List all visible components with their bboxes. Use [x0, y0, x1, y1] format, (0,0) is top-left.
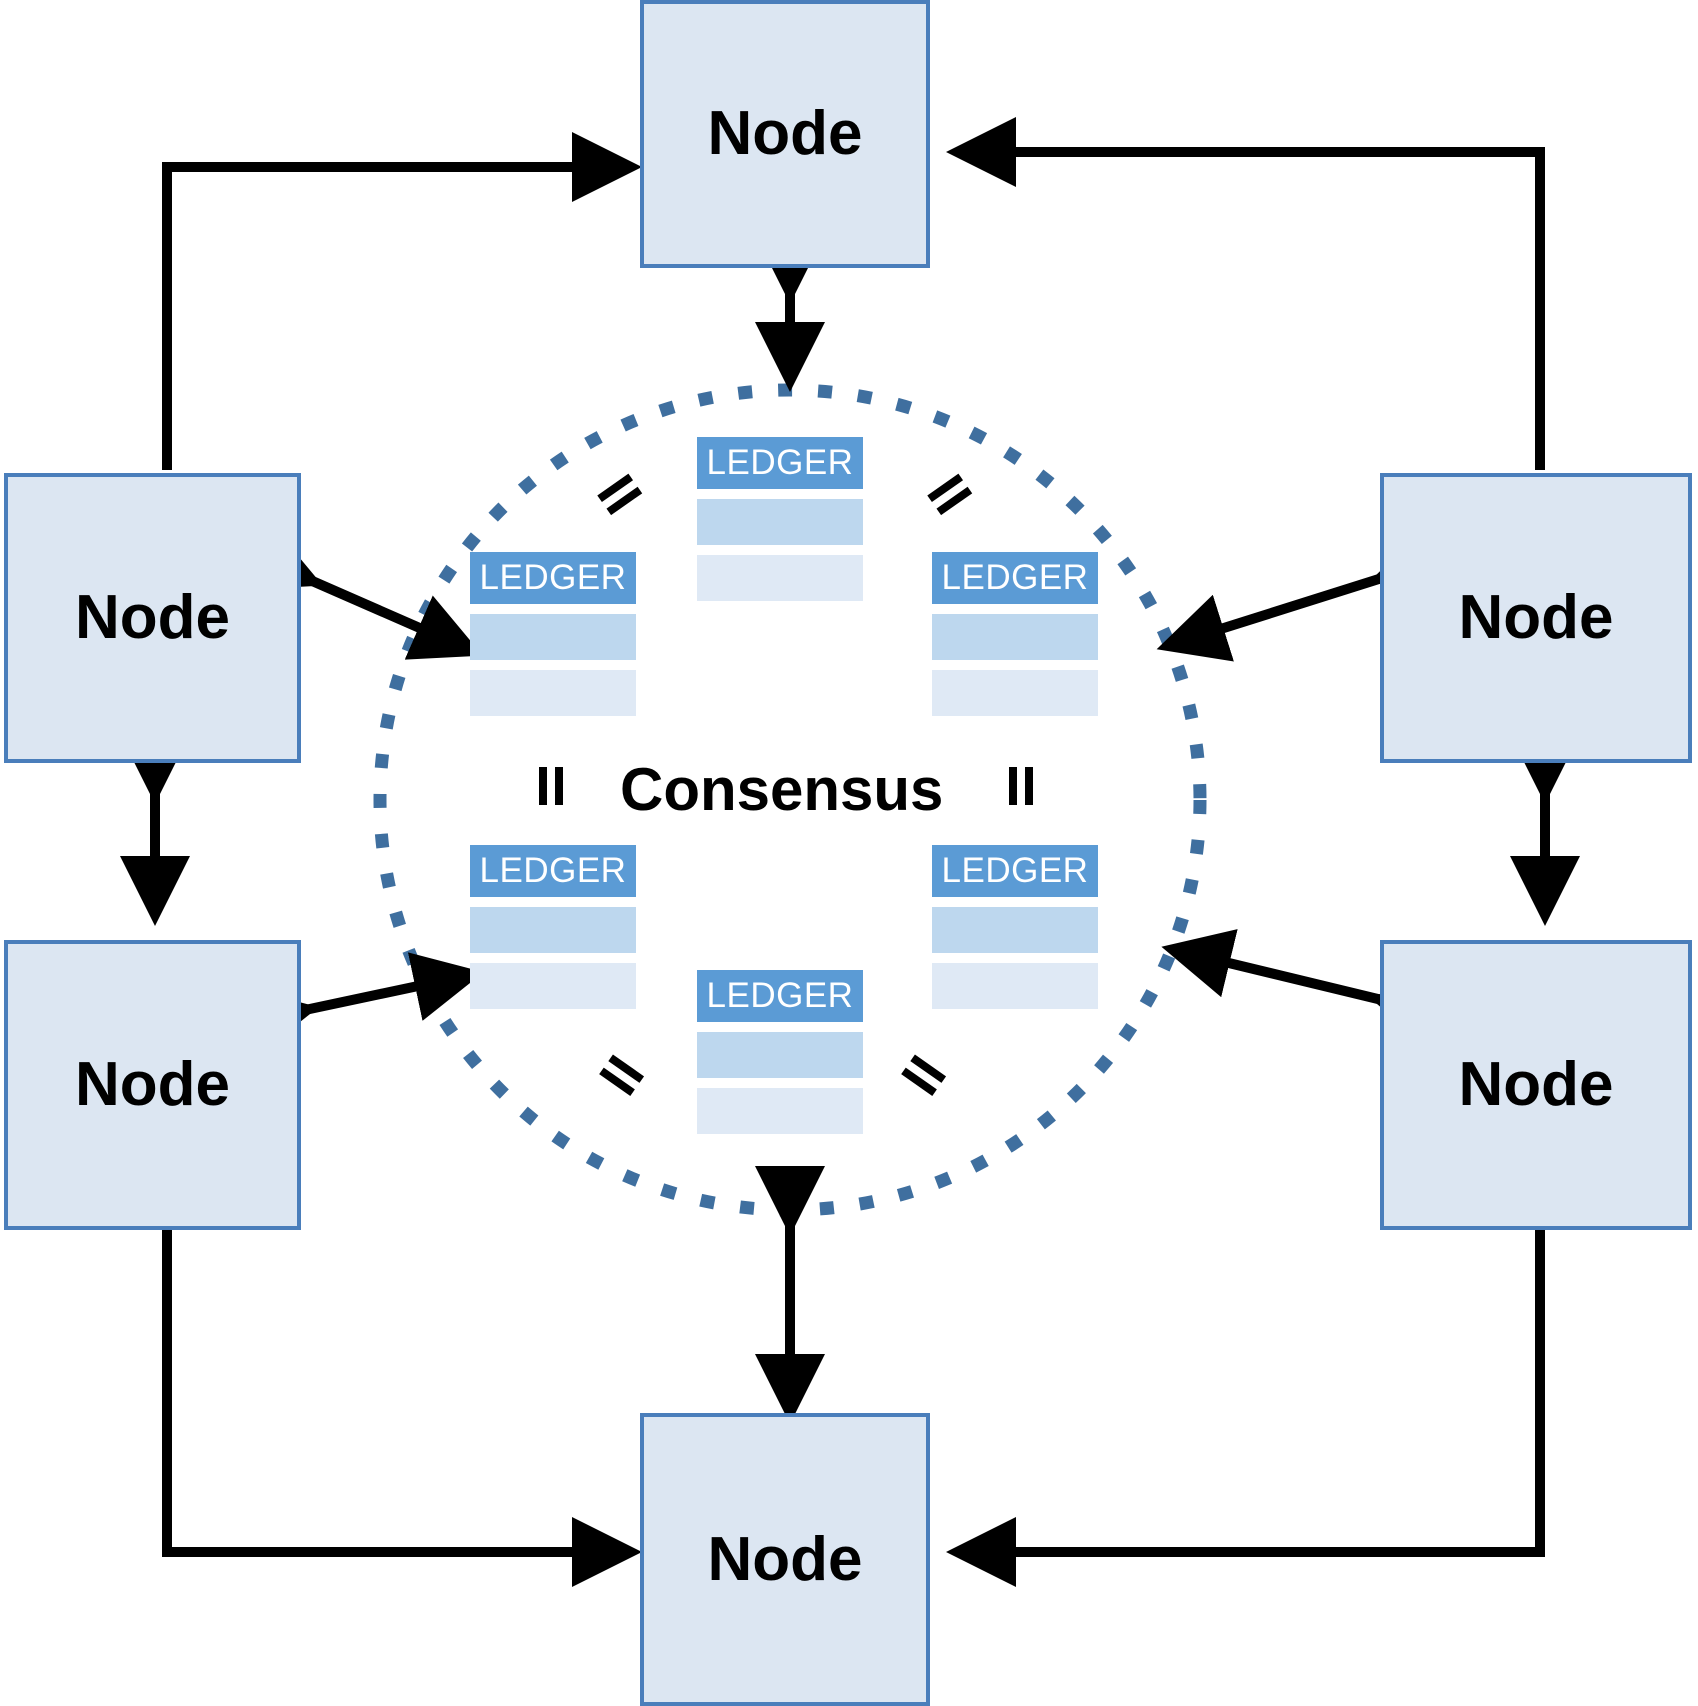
node-right-lower-label: Node [1458, 1050, 1614, 1119]
ledger-upper-left-row-1 [470, 614, 636, 660]
node-top[interactable]: Node [640, 0, 930, 268]
node-bottom-label: Node [707, 1524, 863, 1594]
ledger-upper-left-header: LEDGER [470, 552, 636, 604]
conn-left-upper-to-top [162, 132, 643, 470]
equals-mid-right-icon [1000, 765, 1040, 805]
ledger-upper-left-row-2 [470, 670, 636, 716]
node-left-lower[interactable]: Node [4, 940, 301, 1230]
equals-mid-left-icon [530, 765, 570, 805]
ledger-lower-left[interactable]: LEDGER [470, 845, 636, 1009]
node-bottom[interactable]: Node [640, 1413, 930, 1706]
ledger-upper-right[interactable]: LEDGER [932, 552, 1098, 716]
node-top-label: Node [707, 99, 863, 168]
ledger-upper-right-row-2 [932, 670, 1098, 716]
equals-lower-right-icon [897, 1047, 953, 1103]
ledger-lower-left-row-2 [470, 963, 636, 1009]
ledger-top-row-1 [697, 499, 863, 545]
ledger-bottom[interactable]: LEDGER [697, 970, 863, 1134]
ledger-lower-right-row-2 [932, 963, 1098, 1009]
ledger-upper-left[interactable]: LEDGER [470, 552, 636, 716]
ledger-upper-right-row-1 [932, 614, 1098, 660]
ledger-top-row-2 [697, 555, 863, 601]
conn-right-upper-to-top [945, 117, 1545, 470]
ledger-lower-left-header: LEDGER [470, 845, 636, 897]
equals-lower-left-icon [595, 1047, 651, 1103]
ledger-upper-right-header: LEDGER [932, 552, 1098, 604]
ledger-lower-right[interactable]: LEDGER [932, 845, 1098, 1009]
conn-left-lower-to-center [242, 952, 484, 1056]
conn-right-upper-to-center [1156, 527, 1446, 662]
ledger-bottom-row-2 [697, 1088, 863, 1134]
conn-right-lower-to-center [1161, 929, 1445, 1048]
equals-upper-right-icon [922, 465, 978, 521]
conn-left-upper-to-center [244, 525, 483, 660]
node-right-upper[interactable]: Node [1380, 473, 1692, 763]
consensus-label: Consensus [620, 756, 944, 823]
node-right-lower[interactable]: Node [1380, 940, 1692, 1230]
node-right-upper-label: Node [1458, 583, 1614, 652]
node-left-lower-label: Node [75, 1050, 230, 1119]
ledger-lower-right-row-1 [932, 907, 1098, 953]
node-left-upper-label: Node [75, 583, 230, 652]
ledger-bottom-header: LEDGER [697, 970, 863, 1022]
node-left-upper[interactable]: Node [4, 473, 301, 763]
ledger-lower-left-row-1 [470, 907, 636, 953]
ledger-top[interactable]: LEDGER [697, 437, 863, 601]
ledger-top-header: LEDGER [697, 437, 863, 489]
ledger-bottom-row-1 [697, 1032, 863, 1078]
ledger-lower-right-header: LEDGER [932, 845, 1098, 897]
equals-upper-left-icon [592, 465, 648, 521]
